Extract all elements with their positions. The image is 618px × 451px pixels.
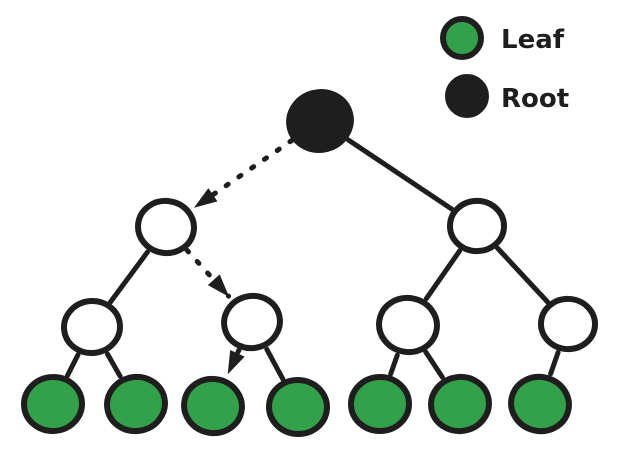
edge-i4-l4 xyxy=(264,346,286,382)
tree-node-leaf-l3 xyxy=(181,375,245,437)
tree-node-internal-i6 xyxy=(538,295,598,353)
tree-node-internal-i2 xyxy=(447,197,507,255)
tree-node-leaf-l2 xyxy=(104,373,168,435)
edge-i5-l6 xyxy=(423,349,445,380)
tree-node-internal-i5 xyxy=(376,294,440,356)
tree-node-leaf-l6 xyxy=(428,373,492,435)
dotted-arrow-edge-i1-i4 xyxy=(184,247,231,299)
edge-i1-i3 xyxy=(107,249,151,305)
edges-layer xyxy=(65,137,561,382)
edge-i6-l7 xyxy=(548,349,561,377)
tree-node-leaf-l7 xyxy=(508,373,572,435)
nodes-layer xyxy=(21,89,598,438)
tree-node-leaf-l4 xyxy=(266,376,330,438)
tree-node-internal-i3 xyxy=(61,297,123,357)
legend-root-swatch xyxy=(445,74,489,118)
legend-leaf-swatch xyxy=(440,16,484,60)
dotted-arrow-edge-root-i1 xyxy=(192,137,295,210)
legend-root-label: Root xyxy=(501,84,569,114)
edge-i3-l1 xyxy=(65,352,81,378)
tree-node-leaf-l5 xyxy=(348,373,412,435)
edge-i5-l5 xyxy=(388,352,400,377)
tree-node-root-root xyxy=(286,89,354,153)
edge-i2-i6 xyxy=(494,245,551,305)
edge-i2-i5 xyxy=(423,248,463,302)
tree-node-internal-i4 xyxy=(221,292,283,352)
edge-i3-l2 xyxy=(104,351,123,379)
edge-root-i2 xyxy=(345,137,455,212)
tree-node-leaf-l1 xyxy=(21,373,85,435)
tree-node-internal-i1 xyxy=(135,197,197,257)
legend-leaf-label: Leaf xyxy=(501,25,565,55)
dotted-arrow-edge-i4-l3 xyxy=(225,347,245,376)
